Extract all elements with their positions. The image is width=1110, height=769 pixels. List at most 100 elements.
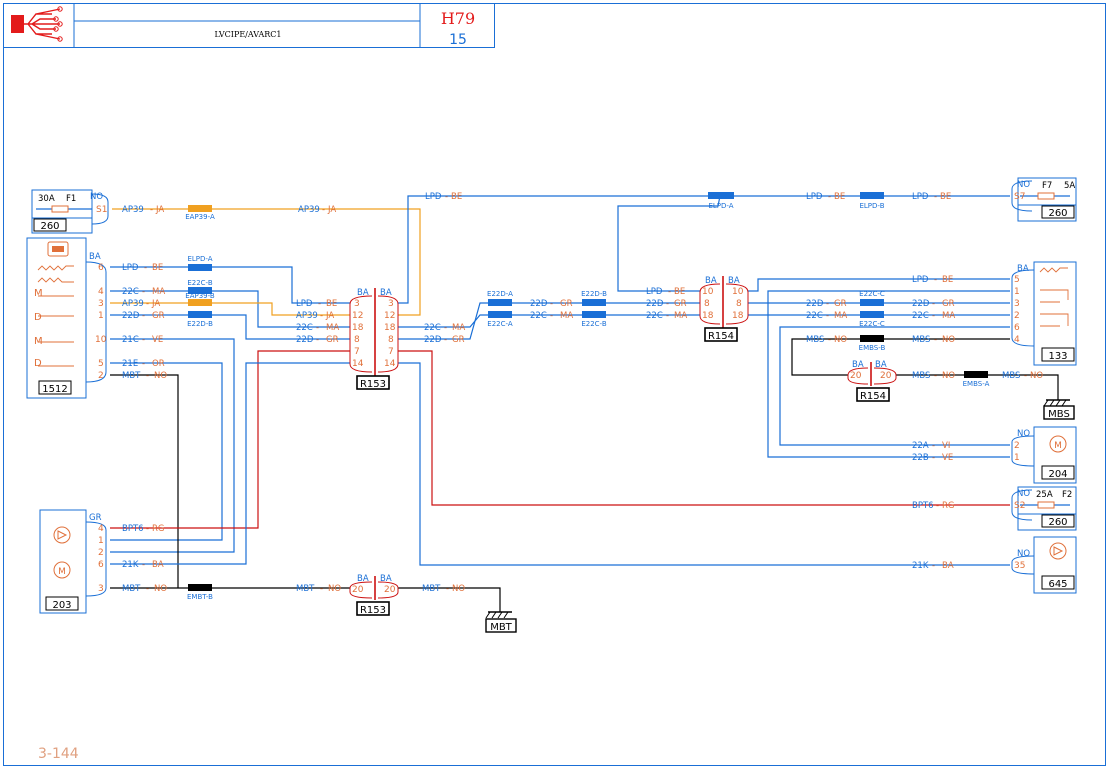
wire-label: JA [325, 311, 334, 321]
wire-label: - [932, 561, 935, 571]
wire-label: GR [89, 513, 102, 523]
wire-label: BE [674, 287, 685, 297]
wire-label: AP39 [122, 205, 144, 215]
wire-label: 6 [98, 560, 104, 570]
switch-panel-icon [47, 241, 69, 257]
wire-label: 7 [388, 347, 394, 357]
wire-label: 260 [1048, 517, 1067, 528]
wire-label: 21K [122, 560, 139, 570]
splices [188, 192, 988, 591]
wire-label: 133 [1048, 351, 1067, 362]
wire-label: - [932, 441, 935, 451]
wire-label: BE [326, 299, 337, 309]
wire-label: R154 [708, 331, 734, 342]
wire-label: 1512 [42, 384, 67, 395]
wire-label: 22D [912, 299, 930, 309]
splice-eap39a [188, 205, 212, 212]
wire-label: 2 [98, 548, 104, 558]
wire-label: BA [89, 252, 101, 262]
wire-label: AP39 [122, 299, 144, 309]
wire-label: BA [852, 360, 864, 370]
wire-label: AP39 [296, 311, 318, 321]
wire-label: - [146, 584, 149, 594]
wire-label: MBS [912, 371, 930, 381]
motor-icon [53, 561, 71, 579]
wire-label: BPT6 [122, 524, 144, 534]
splice-e22cb [188, 287, 212, 294]
wire-label: D [34, 358, 42, 369]
splice-e22cb2 [582, 311, 606, 318]
wire-label: - [316, 323, 319, 333]
header-title: LVCIPE/AVARC1 [215, 30, 282, 39]
wire-label: BE [940, 192, 951, 202]
wire-label: - [446, 584, 449, 594]
motor-icon [1049, 435, 1067, 453]
wire-label: 3 [98, 299, 104, 309]
wire-label: - [668, 287, 671, 297]
wire-label: - [666, 311, 669, 321]
wire-label: 18 [384, 323, 396, 333]
wire-label: - [666, 299, 669, 309]
splice-label: EAP39-B [185, 292, 215, 300]
component-133: 133 BA 5 1 3 2 6 4 [1011, 261, 1077, 366]
connector-logo-icon [11, 6, 63, 42]
splice-label: E22D-A [487, 290, 513, 298]
wire-label: LPD [912, 275, 929, 285]
wire-label: 22C [912, 311, 929, 321]
wire-label: BE [451, 192, 462, 202]
component-260-f1: 30A F1 260 NO S1 [31, 189, 109, 234]
wire-label: - [318, 299, 321, 309]
wire-label: 8 [736, 299, 742, 309]
wire-label: S1 [96, 205, 107, 215]
wire-label: 5 [1014, 275, 1020, 285]
wire-label: 18 [352, 323, 364, 333]
wire-label: 6 [98, 263, 104, 273]
splice-eap39b [188, 299, 212, 306]
wire-label: NO [1017, 429, 1030, 439]
wire-label: M [58, 567, 66, 577]
wire-label: NO [154, 371, 167, 381]
wire-label: RG [942, 501, 955, 511]
splice-label: E22C-B [581, 320, 606, 328]
splice-label: E22C-A [487, 320, 513, 328]
splice-label: EMBS-B [859, 344, 886, 352]
wire-label: BE [152, 263, 163, 273]
wire-label: BA [380, 288, 392, 298]
wire-label: 20 [850, 371, 862, 381]
wire-label: 1 [98, 311, 104, 321]
wire-label: 21E [122, 359, 138, 369]
splice-label: E22C-C [859, 290, 885, 298]
wire-label: 35 [1014, 561, 1025, 571]
wire-label: AP39 [298, 205, 320, 215]
wire-label: - [316, 335, 319, 345]
splice-label: E22D-B [581, 290, 607, 298]
wire-label: 22D [530, 299, 548, 309]
title-block: LVCIPE/AVARC1 H79 15 [3, 3, 495, 48]
splice-label: EMBS-A [963, 380, 990, 388]
component-1512: M D M D 1512 BA 6 4 3 1 10 5 2 [26, 237, 107, 399]
wire-label: VE [152, 335, 163, 345]
splice-label: E22D-B [187, 320, 213, 328]
wire-label: - [444, 323, 447, 333]
wire-label: JA [327, 205, 336, 215]
component-204: M 204 NO 2 1 [1011, 426, 1077, 484]
wire-label: 3 [98, 584, 104, 594]
wire-label: 22D [646, 299, 664, 309]
wire-label: - [320, 311, 323, 321]
wire-label: JA [155, 205, 164, 215]
wire-label: 2 [1014, 441, 1020, 451]
wire-label: 260 [40, 221, 59, 232]
wire-label: MBS [1048, 409, 1070, 420]
wire-label: 12 [384, 311, 395, 321]
splice-e22cc2 [860, 311, 884, 318]
wire-label: NO [328, 584, 341, 594]
wire-label: 4 [98, 287, 104, 297]
wire-label: - [550, 311, 553, 321]
splice-e22cc1 [860, 299, 884, 306]
wire-label: - [150, 205, 153, 215]
wire-label: - [934, 335, 937, 345]
wire-label: MBT [490, 622, 512, 633]
wire-label: F7 [1042, 181, 1052, 191]
wire-label: F2 [1062, 490, 1072, 500]
